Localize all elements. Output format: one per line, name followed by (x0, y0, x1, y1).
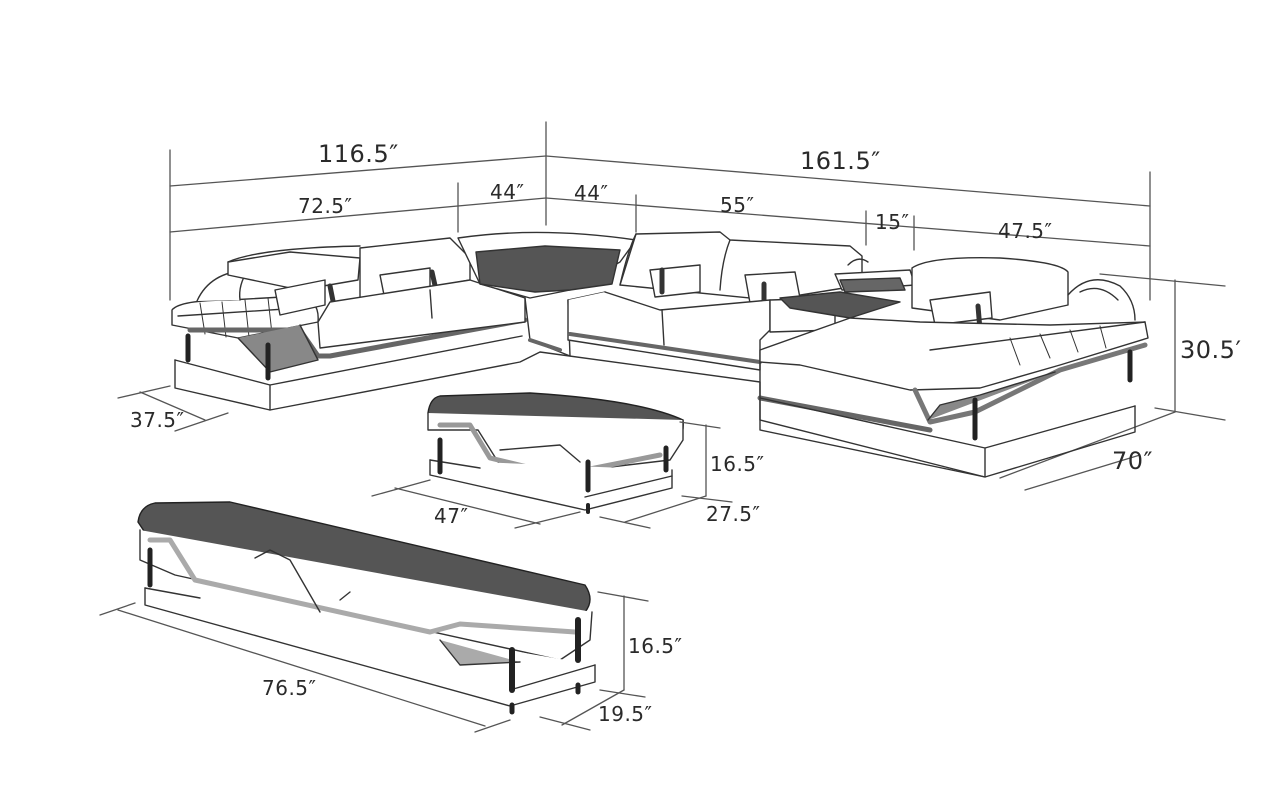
dimension-lines-height (999, 273, 1226, 491)
label-coffee-table-height: 16.5″ (710, 452, 765, 476)
label-sofa-chaise-width: 47.5″ (998, 219, 1053, 243)
label-sofa-middle-section: 55″ (720, 193, 755, 217)
label-sofa-depth: 37.5″ (130, 408, 185, 432)
dimension-lines-top (169, 121, 1151, 301)
label-sofa-right-total: 161.5″ (800, 147, 881, 175)
label-coffee-table-depth: 27.5″ (706, 502, 761, 526)
label-sofa-left-corner: 44″ (490, 180, 525, 204)
coffee-table-dimension-lines (371, 421, 733, 529)
label-sofa-left-total: 116.5″ (318, 140, 399, 168)
dimension-lines-depth (117, 385, 229, 432)
label-coffee-table-length: 47″ (434, 504, 469, 528)
label-sofa-side-table: 15″ (875, 210, 910, 234)
sectional-sofa-drawing (171, 231, 1149, 478)
label-tv-stand-height: 16.5″ (628, 634, 683, 658)
label-sofa-left-section: 72.5″ (298, 194, 353, 218)
label-tv-stand-depth: 19.5″ (598, 702, 653, 726)
label-sofa-right-corner: 44″ (574, 181, 609, 205)
label-tv-stand-length: 76.5″ (262, 676, 317, 700)
tv-stand-dimension-lines (99, 591, 649, 733)
label-sofa-height: 30.5′ (1180, 336, 1242, 364)
label-chaise-length: 70″ (1112, 447, 1154, 475)
tv-stand-drawing (137, 501, 596, 715)
coffee-table-drawing (427, 392, 684, 514)
